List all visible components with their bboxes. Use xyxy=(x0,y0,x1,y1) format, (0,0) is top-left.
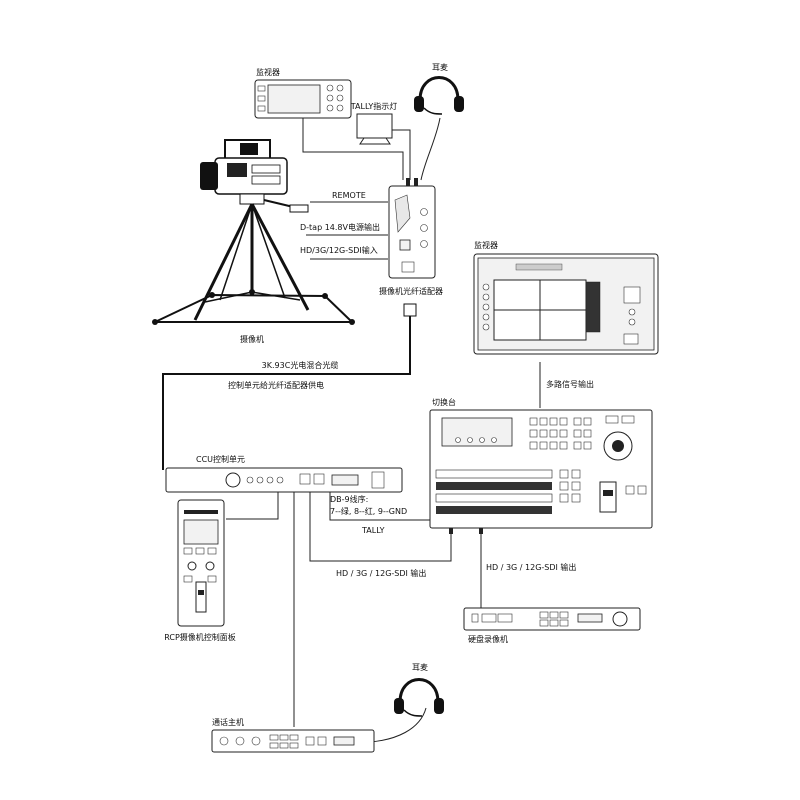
cable-tally xyxy=(329,492,433,521)
tally-light-label: TALLY指示灯 xyxy=(350,101,397,111)
multiview-out-label: 多路信号输出 xyxy=(546,379,594,389)
rcp-label: RCP摄像机控制面板 xyxy=(164,632,236,642)
recorder-label: 硬盘录像机 xyxy=(468,634,508,644)
headset-bottom-label: 耳麦 xyxy=(412,662,428,672)
disk-recorder: 硬盘录像机 xyxy=(463,607,641,644)
dtap-label: D-tap 14.8V电源输出 xyxy=(300,222,380,232)
sdi-out-ccu-label: HD / 3G / 12G-SDI 输出 xyxy=(336,568,426,578)
tally-label: TALLY xyxy=(361,526,385,535)
switcher: 切换台 xyxy=(429,397,653,534)
cable-monitor-to-adapter xyxy=(302,118,404,180)
rcp-panel: RCP摄像机控制面板 xyxy=(164,499,236,642)
fiber-cable-label: 3K.93C光电混合光缆 xyxy=(262,360,339,370)
switcher-top-buttons xyxy=(529,415,635,450)
monitor-right: 监视器 xyxy=(473,240,659,355)
cable-headset-to-adapter xyxy=(420,117,441,181)
ccu-unit: CCU控制单元 xyxy=(165,454,403,493)
switcher-button-rows xyxy=(435,469,581,514)
sdi-in-label: HD/3G/12G-SDI输入 xyxy=(300,245,378,255)
headset-top-label: 耳麦 xyxy=(432,62,448,72)
intercom-label: 通话主机 xyxy=(212,717,244,727)
switcher-label: 切换台 xyxy=(432,397,456,407)
cable-tally-to-adapter xyxy=(392,129,411,180)
remote-label: REMOTE xyxy=(332,191,366,200)
monitor-right-label: 监视器 xyxy=(474,240,498,250)
camera-fiber-adapter: 摄像机光纤适配器 xyxy=(379,178,443,317)
headset-top: 耳麦 xyxy=(414,62,464,115)
fiber-hybrid-cable xyxy=(162,312,411,470)
cable-ccu-sdi-to-switcher xyxy=(309,492,452,562)
ccu-label: CCU控制单元 xyxy=(196,454,245,464)
camera-adapter-label: 摄像机光纤适配器 xyxy=(379,286,443,296)
camera-on-tripod: 摄像机 xyxy=(152,139,355,344)
db9-label-line2: 7--绿, 8--红, 9--GND xyxy=(330,506,407,516)
power-supply-label: 控制单元给光纤适配器供电 xyxy=(228,380,324,390)
sdi-out-switcher-label: HD / 3G / 12G-SDI 输出 xyxy=(486,562,576,572)
camera-label: 摄像机 xyxy=(240,334,264,344)
monitor-top: 监视器 xyxy=(254,67,352,119)
intercom-host: 通话主机 xyxy=(211,717,375,753)
cables xyxy=(162,117,541,743)
headset-bottom: 耳麦 xyxy=(394,662,444,717)
db9-label-line1: DB-9线序: xyxy=(330,494,368,504)
cable-headset-to-intercom xyxy=(369,707,427,743)
monitor-top-label: 监视器 xyxy=(256,67,280,77)
tally-light: TALLY指示灯 xyxy=(350,101,397,145)
cable-ccu-to-rcp xyxy=(226,492,279,520)
